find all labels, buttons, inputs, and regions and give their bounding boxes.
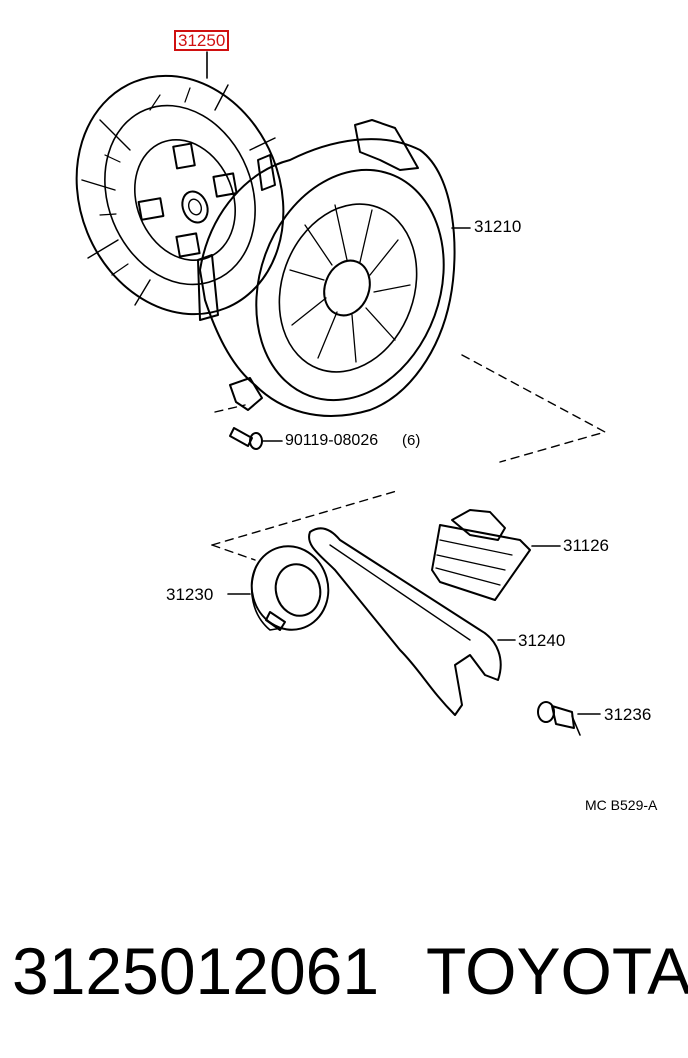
part-label-clutch-disc[interactable]: 31250	[174, 30, 230, 51]
part-label-release-bearing[interactable]: 31230	[166, 585, 214, 604]
part-label-bolt-qty: (6)	[402, 432, 421, 449]
footer-brand: TOYOTA	[426, 934, 688, 1008]
pivot-drawing	[537, 701, 601, 736]
release-bearing-drawing	[227, 545, 330, 631]
part-label-bolt[interactable]: 90119-08026	[285, 432, 379, 449]
release-fork-drawing	[308, 527, 516, 716]
boot-drawing	[431, 509, 561, 601]
part-label-boot[interactable]: 31126	[563, 536, 610, 555]
part-label-pivot[interactable]: 31236	[604, 705, 652, 724]
clutch-cover-drawing	[197, 119, 471, 417]
part-label-clutch-cover[interactable]: 31210	[474, 217, 522, 236]
bolt-drawing	[229, 427, 283, 450]
diagram-code: MC B529-A	[585, 797, 658, 813]
clutch-disc-drawing	[75, 51, 285, 316]
part-label-release-fork[interactable]: 31240	[518, 631, 566, 650]
footer-part-number: 3125012061	[12, 934, 380, 1008]
